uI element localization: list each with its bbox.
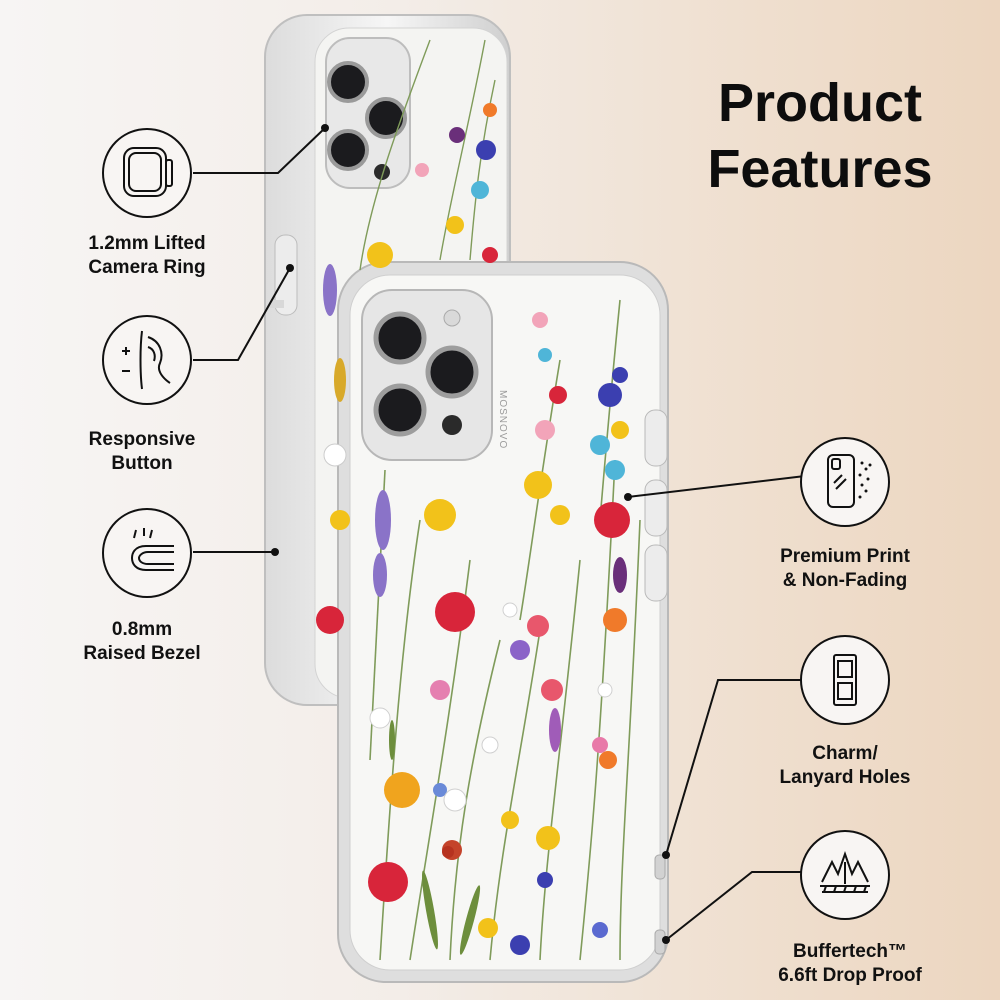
page-title: Product Features xyxy=(660,70,980,202)
feature-label-drop: Buffertech™ 6.6ft Drop Proof xyxy=(740,940,960,988)
raised-bezel-icon xyxy=(102,508,192,598)
feature-label-line: Buffertech™ xyxy=(792,941,907,962)
floral-print-pattern xyxy=(368,299,641,961)
feature-label-line: 6.6ft Drop Proof xyxy=(778,965,922,986)
button-press-icon xyxy=(102,315,192,405)
feature-label-bezel: 0.8mm Raised Bezel xyxy=(32,618,252,666)
camera-ring-icon xyxy=(102,128,192,218)
feature-label-line: Camera Ring xyxy=(88,257,206,278)
drop-proof-icon xyxy=(800,830,890,920)
feature-label-camera-ring: 1.2mm Lifted Camera Ring xyxy=(37,232,257,280)
page-title-line-1: Product xyxy=(717,73,922,133)
feature-label-line: Button xyxy=(111,453,173,474)
feature-label-line: Raised Bezel xyxy=(83,643,201,664)
feature-label-print: Premium Print & Non-Fading xyxy=(735,545,955,593)
feature-label-button: Responsive Button xyxy=(32,428,252,476)
feature-label-line: 1.2mm Lifted xyxy=(88,233,206,254)
feature-label-line: 0.8mm xyxy=(111,619,173,640)
phone-print-icon xyxy=(800,437,890,527)
feature-label-line: Charm/ xyxy=(812,743,878,764)
lanyard-holes-icon xyxy=(800,635,890,725)
feature-label-line: Lanyard Holes xyxy=(779,767,911,788)
floral-print-pattern-back xyxy=(316,39,498,634)
phone-back-camera-module xyxy=(325,37,411,189)
phone-front-camera-module xyxy=(361,289,493,461)
page-title-line-2: Features xyxy=(707,139,933,199)
case-brand-text: MOSNOVO xyxy=(497,390,508,449)
feature-label-lanyard: Charm/ Lanyard Holes xyxy=(735,742,955,790)
feature-label-line: Premium Print xyxy=(780,546,910,567)
feature-label-line: Responsive xyxy=(88,429,196,450)
feature-label-line: & Non-Fading xyxy=(782,570,908,591)
